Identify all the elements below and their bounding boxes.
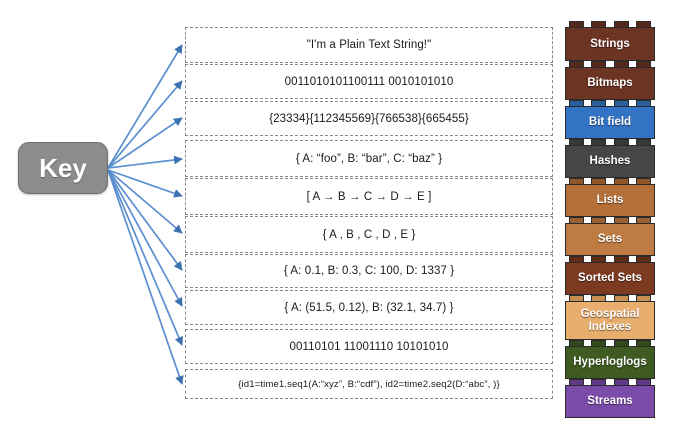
brick-bitmaps[interactable]: Bitmaps xyxy=(565,67,655,100)
brick-hyperloglogs[interactable]: Hyperloglogs xyxy=(565,346,655,379)
brick-label: Lists xyxy=(596,194,624,207)
value-text: {23334}{112345569}{766538}{665455} xyxy=(269,112,469,125)
arrow-to-sets xyxy=(107,169,183,234)
brick-label: Bitmaps xyxy=(587,77,633,90)
arrow-to-hyperloglogs xyxy=(107,169,183,346)
brick-sorted-sets[interactable]: Sorted Sets xyxy=(565,262,655,295)
brick-geospatial-indexes[interactable]: Geospatial Indexes xyxy=(565,301,655,340)
value-text: [ A → B → C → D → E ] xyxy=(306,190,432,203)
brick-studs-streams xyxy=(565,379,655,385)
value-text: {id1=time1.seq1(A:“xyz”, B:“cdf”), id2=t… xyxy=(238,378,500,390)
value-text: { A , B , C , D , E } xyxy=(322,228,416,241)
brick-studs-geospatial xyxy=(565,295,655,301)
brick-studs-hashes xyxy=(565,139,655,145)
value-text: { A: 0.1, B: 0.3, C: 100, D: 1337 } xyxy=(283,265,455,277)
brick-label: Streams xyxy=(587,395,633,408)
key-node[interactable]: Key xyxy=(18,142,108,194)
value-box-bitfield: {23334}{112345569}{766538}{665455} xyxy=(185,101,553,136)
value-box-lists: [ A → B → C → D → E ] xyxy=(185,178,553,215)
brick-bit-field[interactable]: Bit field xyxy=(565,106,655,139)
value-text: 0011010101100111 0010101010 xyxy=(284,75,454,88)
brick-sets[interactable]: Sets xyxy=(565,223,655,256)
brick-studs-strings xyxy=(565,21,655,27)
value-text: { A: (51.5, 0.12), B: (32.1, 34.7) } xyxy=(284,301,454,314)
value-text: "I'm a Plain Text String!" xyxy=(306,39,432,51)
brick-hashes[interactable]: Hashes xyxy=(565,145,655,178)
value-box-hashes: { A: “foo”, B: “bar”, C: “baz” } xyxy=(185,140,553,177)
value-text: 00110101 11001110 10101010 xyxy=(289,340,449,353)
arrow-to-lists xyxy=(107,169,183,198)
value-text: { A: “foo”, B: “bar”, C: “baz” } xyxy=(295,152,443,165)
value-box-strings: "I'm a Plain Text String!" xyxy=(185,27,553,63)
brick-strings[interactable]: Strings xyxy=(565,27,655,61)
brick-studs-bitmaps xyxy=(565,61,655,67)
brick-label: Hashes xyxy=(589,155,631,168)
value-box-geospatial: { A: (51.5, 0.12), B: (32.1, 34.7) } xyxy=(185,290,553,325)
brick-studs-hyperloglogs xyxy=(565,340,655,346)
brick-studs-lists xyxy=(565,178,655,184)
arrow-to-hashes xyxy=(107,155,183,169)
brick-label: Strings xyxy=(590,37,630,50)
value-box-sorted-sets: { A: 0.1, B: 0.3, C: 100, D: 1337 } xyxy=(185,254,553,288)
brick-studs-bitfield xyxy=(565,100,655,106)
arrow-to-streams xyxy=(107,169,184,385)
brick-label: Bit field xyxy=(588,116,632,129)
arrow-to-bitmaps xyxy=(107,80,183,169)
arrow-to-sorted-sets xyxy=(107,169,183,271)
brick-lists[interactable]: Lists xyxy=(565,184,655,217)
arrow-to-bitfield xyxy=(107,117,183,169)
brick-studs-sets xyxy=(565,217,655,223)
value-box-sets: { A , B , C , D , E } xyxy=(185,216,553,253)
value-box-hyperloglogs: 00110101 11001110 10101010 xyxy=(185,329,553,364)
brick-streams[interactable]: Streams xyxy=(565,385,655,418)
brick-label: Hyperloglogs xyxy=(573,356,647,369)
arrow-to-geospatial xyxy=(107,169,183,307)
brick-label: Geospatial Indexes xyxy=(580,307,640,333)
brick-label: Sorted Sets xyxy=(578,272,642,285)
brick-studs-sorted-sets xyxy=(565,256,655,262)
value-box-streams: {id1=time1.seq1(A:“xyz”, B:“cdf”), id2=t… xyxy=(185,369,553,399)
arrow-to-strings xyxy=(107,44,183,169)
value-box-bitmaps: 0011010101100111 0010101010 xyxy=(185,64,553,99)
key-node-label: Key xyxy=(39,152,87,183)
brick-label: Sets xyxy=(597,233,623,246)
